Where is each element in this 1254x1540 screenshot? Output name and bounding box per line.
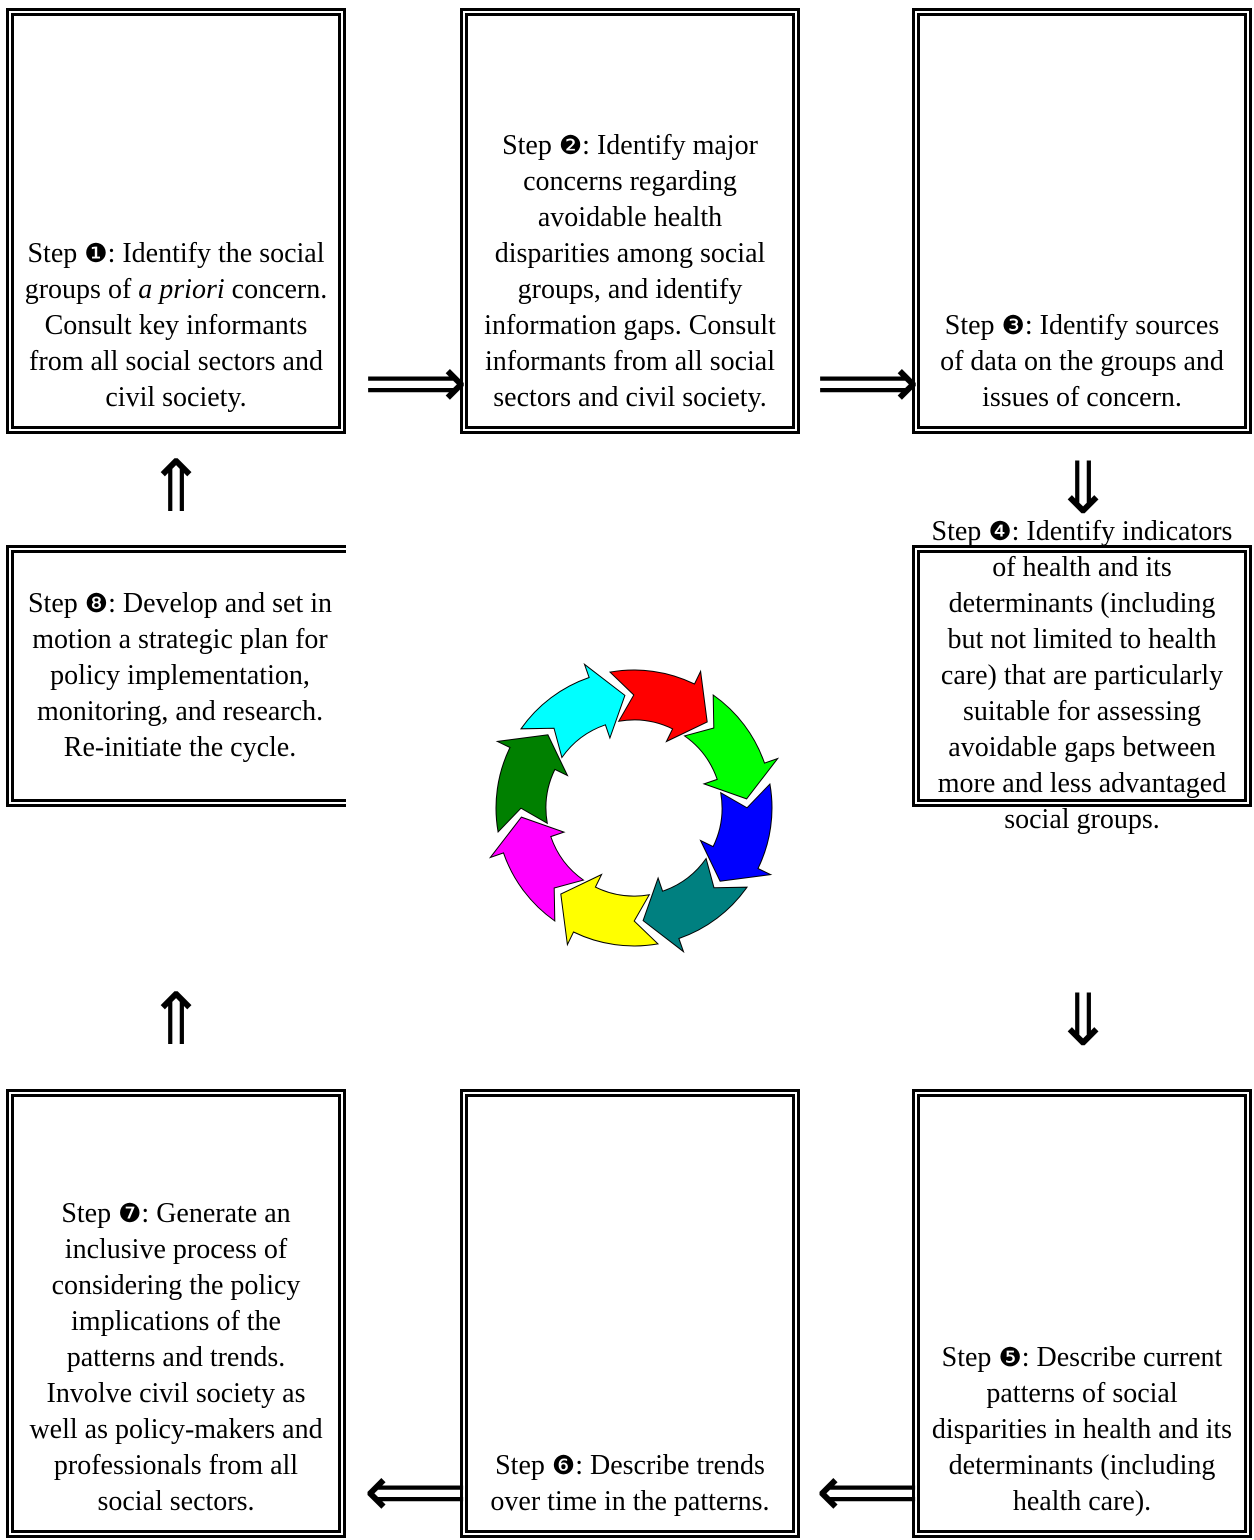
cycle-arrow-segment-2	[683, 694, 780, 800]
cycle-arrow-segment-5	[560, 873, 660, 947]
cycle-arrow-segment-6	[488, 816, 585, 922]
step-7-box: Step ❼: Generate an inclusive process of…	[6, 1089, 346, 1538]
step-7-text: Step ❼: Generate an inclusive process of…	[29, 1198, 323, 1517]
step-6-text: Step ❻: Describe trends over time in the…	[490, 1450, 770, 1517]
arrow-up-8-1: ⇑	[145, 444, 207, 528]
step-6-box: Step ❻: Describe trends over time in the…	[460, 1089, 800, 1538]
cycle-arrow-segment-3	[699, 782, 773, 882]
step-8-text: Step ❽: Develop and set in motion a stra…	[27, 588, 333, 763]
step-4-text: Step ❹: Identify indicators of health an…	[931, 516, 1233, 835]
step-5-box: Step ❺: Describe current patterns of soc…	[912, 1089, 1252, 1538]
step-5-text: Step ❺: Describe current patterns of soc…	[931, 1342, 1233, 1517]
arrow-left-5-6: ⟸	[816, 1449, 920, 1533]
step-2-text: Step ❷: Identify major concerns regardin…	[484, 130, 776, 413]
cycle-arrow-segment-1	[608, 669, 708, 743]
step-1-text: Step ❶: Identify the social groups of a …	[24, 238, 328, 413]
arrow-right-2-3: ⟹	[816, 340, 920, 424]
arrow-up-7-8: ⇑	[145, 977, 207, 1061]
cycle-arrow-segment-4	[642, 857, 748, 954]
cycle-arrow-segment-7	[495, 734, 569, 834]
step-1-box: Step ❶: Identify the social groups of a …	[6, 8, 346, 434]
arrow-right-1-2: ⟹	[364, 340, 468, 424]
step-3-box: Step ❸: Identify sources of data on the …	[912, 8, 1252, 434]
cycle-arrow-segment-8	[520, 662, 626, 759]
cycle-graphic	[488, 662, 780, 954]
arrow-down-3-4: ⇓	[1052, 446, 1114, 530]
arrow-down-4-5: ⇓	[1052, 978, 1114, 1062]
step-2-box: Step ❷: Identify major concerns regardin…	[460, 8, 800, 434]
step-8-box: Step ❽: Develop and set in motion a stra…	[6, 545, 346, 807]
step-3-text: Step ❸: Identify sources of data on the …	[940, 310, 1224, 413]
step-4-box-frame: Step ❹: Identify indicators of health an…	[912, 516, 1252, 835]
arrow-left-6-7: ⟸	[364, 1449, 468, 1533]
